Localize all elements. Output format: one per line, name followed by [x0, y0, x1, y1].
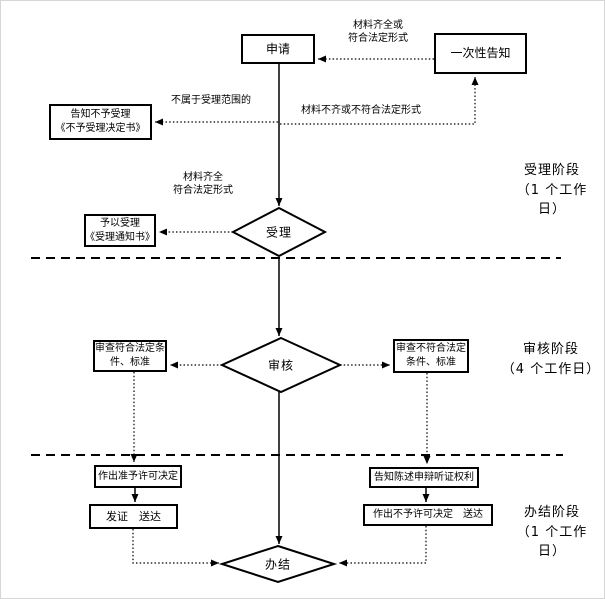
edge-label-incomplete: 材料不齐或不符合法定形式 — [301, 105, 421, 118]
reject-notice-line1: 告知不予受理 — [70, 109, 131, 120]
review-diamond-label: 审核 — [267, 358, 295, 373]
finish-diamond-label: 办结 — [264, 557, 292, 572]
edge-label-complete-mid: 材料齐全 符合法定形式 — [163, 172, 243, 197]
grant-decision-label: 作出准予许可决定 — [98, 470, 178, 482]
stage-accept-line3: 日） — [537, 202, 566, 217]
edge-label-complete-top-line1: 材料齐全或 — [353, 20, 403, 31]
deny-decision-box: 作出不予许可决定 送达 — [363, 504, 493, 526]
edge-incomplete-to-notice — [280, 77, 479, 125]
stage-finish-line2: （1 个工作 — [516, 524, 588, 540]
issue-deliver-box: 发证 送达 — [89, 504, 178, 529]
stage-accept-line2: （1 个工作 — [516, 182, 588, 198]
stage-review-line1: 审核阶段 — [522, 342, 579, 357]
review-diamond-shape — [219, 336, 343, 394]
edge-label-complete-top: 材料齐全或 符合法定形式 — [338, 20, 418, 45]
hearing-rights-box: 告知陈述申辩听证权利 — [369, 467, 479, 488]
review-pass-line2: 件、标准 — [110, 357, 150, 368]
edge-deny-to-finish — [339, 526, 427, 567]
accept-notice-box: 予以受理 《受理通知书》 — [84, 214, 156, 247]
reject-notice-box: 告知不予受理 《不予受理决定书》 — [49, 104, 152, 140]
stage-label-accept: 受理阶段 （1 个工作 日） — [506, 161, 598, 220]
review-fail-line1: 审查不符合法定 — [396, 343, 466, 354]
apply-label: 申请 — [265, 41, 290, 56]
edge-label-complete-mid-line1: 材料齐全 — [183, 172, 223, 183]
edge-label-incomplete-text: 材料不齐或不符合法定形式 — [301, 105, 421, 116]
review-fail-box: 审查不符合法定 条件、标准 — [393, 339, 469, 373]
stage-review-line2: （4 个工作日） — [501, 361, 601, 377]
review-pass-box: 审查符合法定条 件、标准 — [93, 340, 167, 372]
reject-notice-line2: 《不予受理决定书》 — [55, 123, 146, 134]
apply-box: 申请 — [241, 34, 315, 64]
one-time-notice-label: 一次性告知 — [450, 46, 511, 61]
stage-accept-line1: 受理阶段 — [523, 163, 580, 178]
stage-label-finish: 办结阶段 （1 个工作 日） — [506, 503, 598, 562]
one-time-notice-box: 一次性告知 — [434, 33, 527, 74]
stage-finish-line1: 办结阶段 — [523, 505, 580, 520]
accept-diamond-shape — [230, 206, 328, 258]
accept-notice-line1: 予以受理 — [100, 217, 140, 229]
grant-decision-box: 作出准予许可决定 — [94, 465, 182, 488]
issue-deliver-label: 发证 送达 — [106, 509, 161, 523]
finish-diamond-shape — [218, 544, 338, 584]
stage-label-review: 审核阶段 （4 个工作日） — [499, 340, 603, 379]
edge-label-complete-mid-line2: 符合法定形式 — [173, 184, 233, 196]
stage-finish-line3: 日） — [537, 544, 566, 559]
edge-label-complete-top-line2: 符合法定形式 — [348, 32, 408, 44]
hearing-rights-label: 告知陈述申辩听证权利 — [374, 471, 474, 483]
accept-notice-line2: 《受理通知书》 — [85, 231, 155, 243]
deny-decision-label: 作出不予许可决定 送达 — [373, 509, 483, 520]
accept-diamond-label: 受理 — [265, 225, 293, 240]
review-pass-line1: 审查符合法定条 — [95, 343, 165, 354]
edge-label-not-in-scope: 不属于受理范围的 — [169, 95, 253, 108]
edge-issue-to-finish — [132, 529, 219, 567]
review-fail-line2: 条件、标准 — [406, 357, 456, 368]
edge-label-not-in-scope-text: 不属于受理范围的 — [171, 95, 251, 106]
